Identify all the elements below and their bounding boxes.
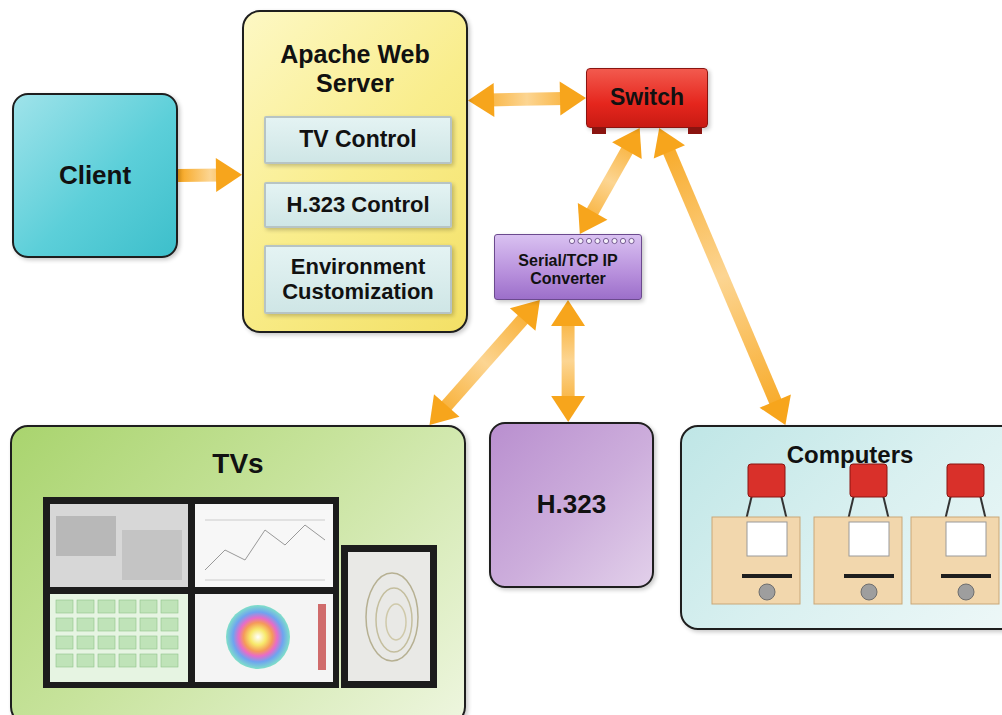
- connector-shaft: [562, 321, 575, 401]
- node-label: Environment Customization: [272, 254, 444, 305]
- grid-cell: [56, 636, 73, 649]
- grid-cell: [56, 654, 73, 667]
- grid-cell: [77, 600, 94, 613]
- workstation: [712, 464, 800, 604]
- grid-cell: [77, 618, 94, 631]
- grid-cell: [56, 600, 73, 613]
- grid-cell: [161, 654, 178, 667]
- converter-box: Serial/TCP IP Converter: [494, 234, 642, 300]
- grid-cell: [140, 618, 157, 631]
- arrow-head: [216, 158, 242, 192]
- arrow-head: [551, 396, 585, 422]
- workstation: [814, 464, 902, 604]
- grid-cell: [98, 600, 115, 613]
- grid-cell: [119, 636, 136, 649]
- arrow-head: [551, 300, 585, 326]
- switch-foot: [688, 128, 702, 134]
- node-label: Client: [59, 160, 131, 191]
- connector-shaft: [489, 98, 565, 100]
- arrow-head: [430, 394, 460, 425]
- connector-arrow: [654, 128, 791, 425]
- node-label: H.323: [537, 489, 606, 520]
- grid-cell: [98, 654, 115, 667]
- node-label: TVs: [212, 447, 263, 481]
- client-box: Client: [12, 93, 178, 258]
- node-label: Computers: [787, 441, 914, 470]
- grid-cell: [161, 600, 178, 613]
- tv-wall: [43, 497, 437, 688]
- module-box: Environment Customization: [264, 245, 452, 314]
- node-label: Serial/TCP IP Converter: [501, 252, 635, 287]
- arrow-head: [560, 82, 586, 116]
- arrow-head: [468, 83, 494, 117]
- switch-box: Switch: [586, 68, 708, 128]
- grid-cell: [140, 636, 157, 649]
- workstations: [712, 464, 999, 604]
- workstation: [911, 464, 999, 604]
- arrow-head: [654, 128, 685, 159]
- converter-lights: [569, 238, 634, 243]
- grid-cell: [98, 636, 115, 649]
- grid-cell: [140, 654, 157, 667]
- grid-cell: [161, 618, 178, 631]
- grid-cell: [77, 636, 94, 649]
- switch-foot: [592, 128, 606, 134]
- connector-arrow: [578, 128, 642, 234]
- connector-arrow: [178, 158, 242, 192]
- grid-cell: [119, 600, 136, 613]
- arrow-head: [612, 128, 642, 159]
- grid-cell: [56, 618, 73, 631]
- grid-cell: [77, 654, 94, 667]
- connector-shaft: [178, 168, 221, 182]
- arrow-head: [760, 394, 791, 425]
- arrow-head: [578, 203, 608, 234]
- module-box: H.323 Control: [264, 182, 452, 228]
- tv-panel: TVs: [10, 425, 466, 715]
- node-label: Switch: [610, 84, 684, 112]
- grid-cell: [119, 654, 136, 667]
- server-box: TV ControlH.323 ControlEnvironment Custo…: [242, 10, 468, 333]
- arrow-head: [510, 300, 540, 331]
- connector-arrow: [551, 300, 585, 422]
- module-box: TV Control: [264, 116, 452, 164]
- grid-cell: [161, 636, 178, 649]
- grid-cell: [140, 600, 157, 613]
- connector-arrow: [468, 82, 586, 117]
- computers-panel: Computers: [680, 425, 1002, 630]
- h323-box: H.323: [489, 422, 654, 588]
- node-label: H.323 Control: [286, 192, 429, 218]
- grid-cell: [98, 618, 115, 631]
- connector-shaft: [667, 147, 777, 406]
- grid-cell: [119, 618, 136, 631]
- node-label: Apache Web Server: [250, 40, 460, 98]
- node-label: TV Control: [299, 126, 417, 154]
- connector-shaft: [590, 146, 629, 216]
